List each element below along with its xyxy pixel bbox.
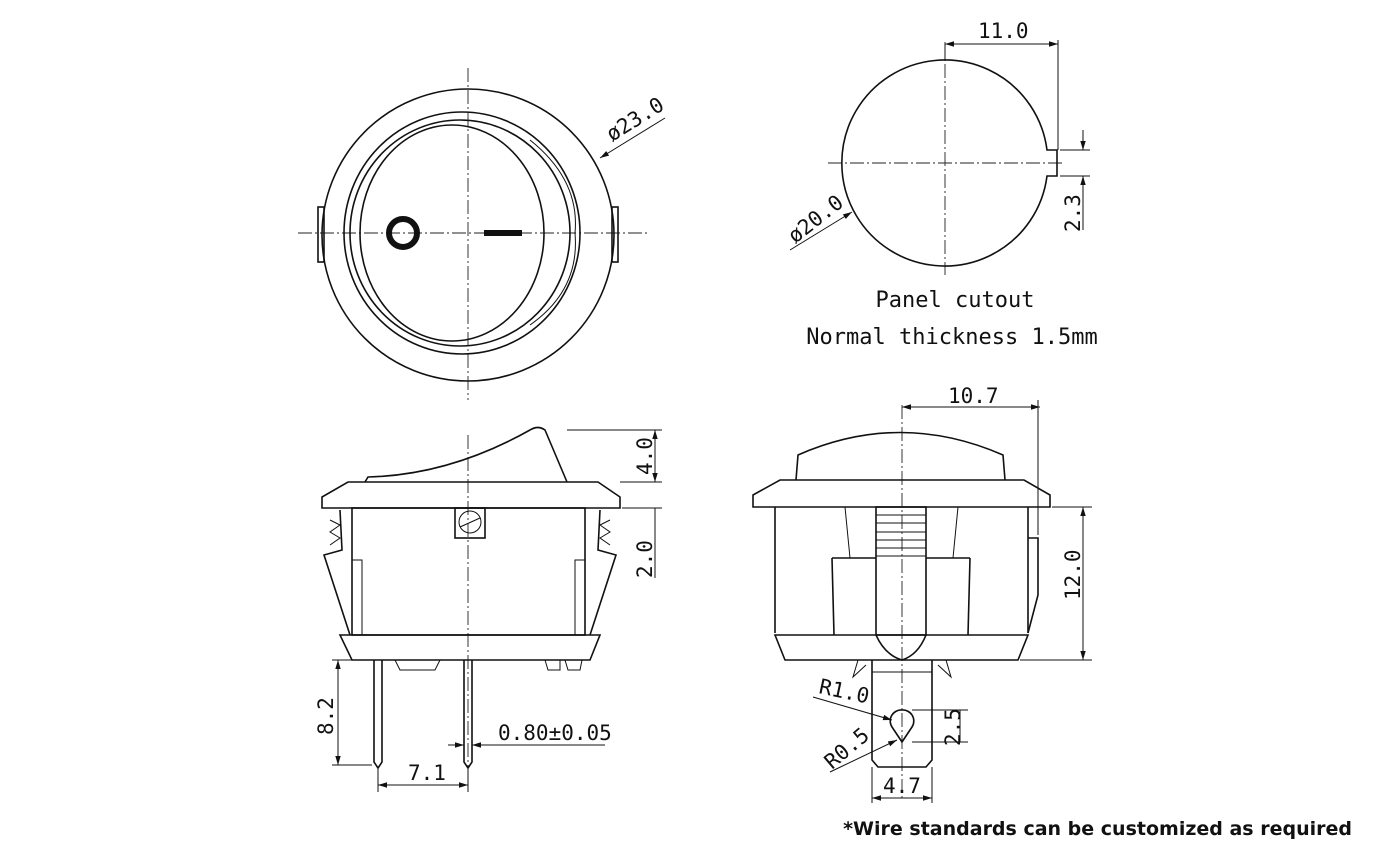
caption-thickness: Normal thickness 1.5mm <box>806 325 1097 350</box>
dim-hole: 2.5 <box>941 708 965 746</box>
dim-cutout-width: 11.0 <box>978 19 1029 43</box>
front-view: ø23.0 <box>298 68 668 400</box>
label-r05: R0.5 <box>820 723 874 774</box>
on-symbol-icon <box>484 230 522 236</box>
dim-diameter-20: ø20.0 <box>783 190 848 248</box>
dim-diameter-23: ø23.0 <box>602 92 668 146</box>
dim-pin-pitch: 7.1 <box>408 761 446 785</box>
dim-panel: 2.0 <box>633 540 657 578</box>
dim-notch: 2.3 <box>1061 194 1085 232</box>
dim-pin-length: 8.2 <box>314 697 338 735</box>
end-view: 10.7 12.0 2.5 R1.0 R0.5 4.7 <box>752 384 1092 803</box>
caption-panel-cutout: Panel cutout <box>876 288 1035 313</box>
label-r1: R1.0 <box>817 674 871 708</box>
dim-rocker-height: 4.0 <box>633 437 657 475</box>
dim-half-width: 10.7 <box>948 384 999 408</box>
dim-body-height: 12.0 <box>1061 549 1085 600</box>
off-symbol-icon <box>386 216 420 250</box>
dim-terminal-width: 4.7 <box>883 774 921 798</box>
side-view: 4.0 2.0 8.2 7.1 0.80±0.05 <box>314 426 662 792</box>
panel-cutout-view: 11.0 2.3 ø20.0 Panel cutout Normal thick… <box>783 19 1097 350</box>
footnote: *Wire standards can be customized as req… <box>843 818 1352 840</box>
dim-pin-width: 0.80±0.05 <box>498 721 612 745</box>
